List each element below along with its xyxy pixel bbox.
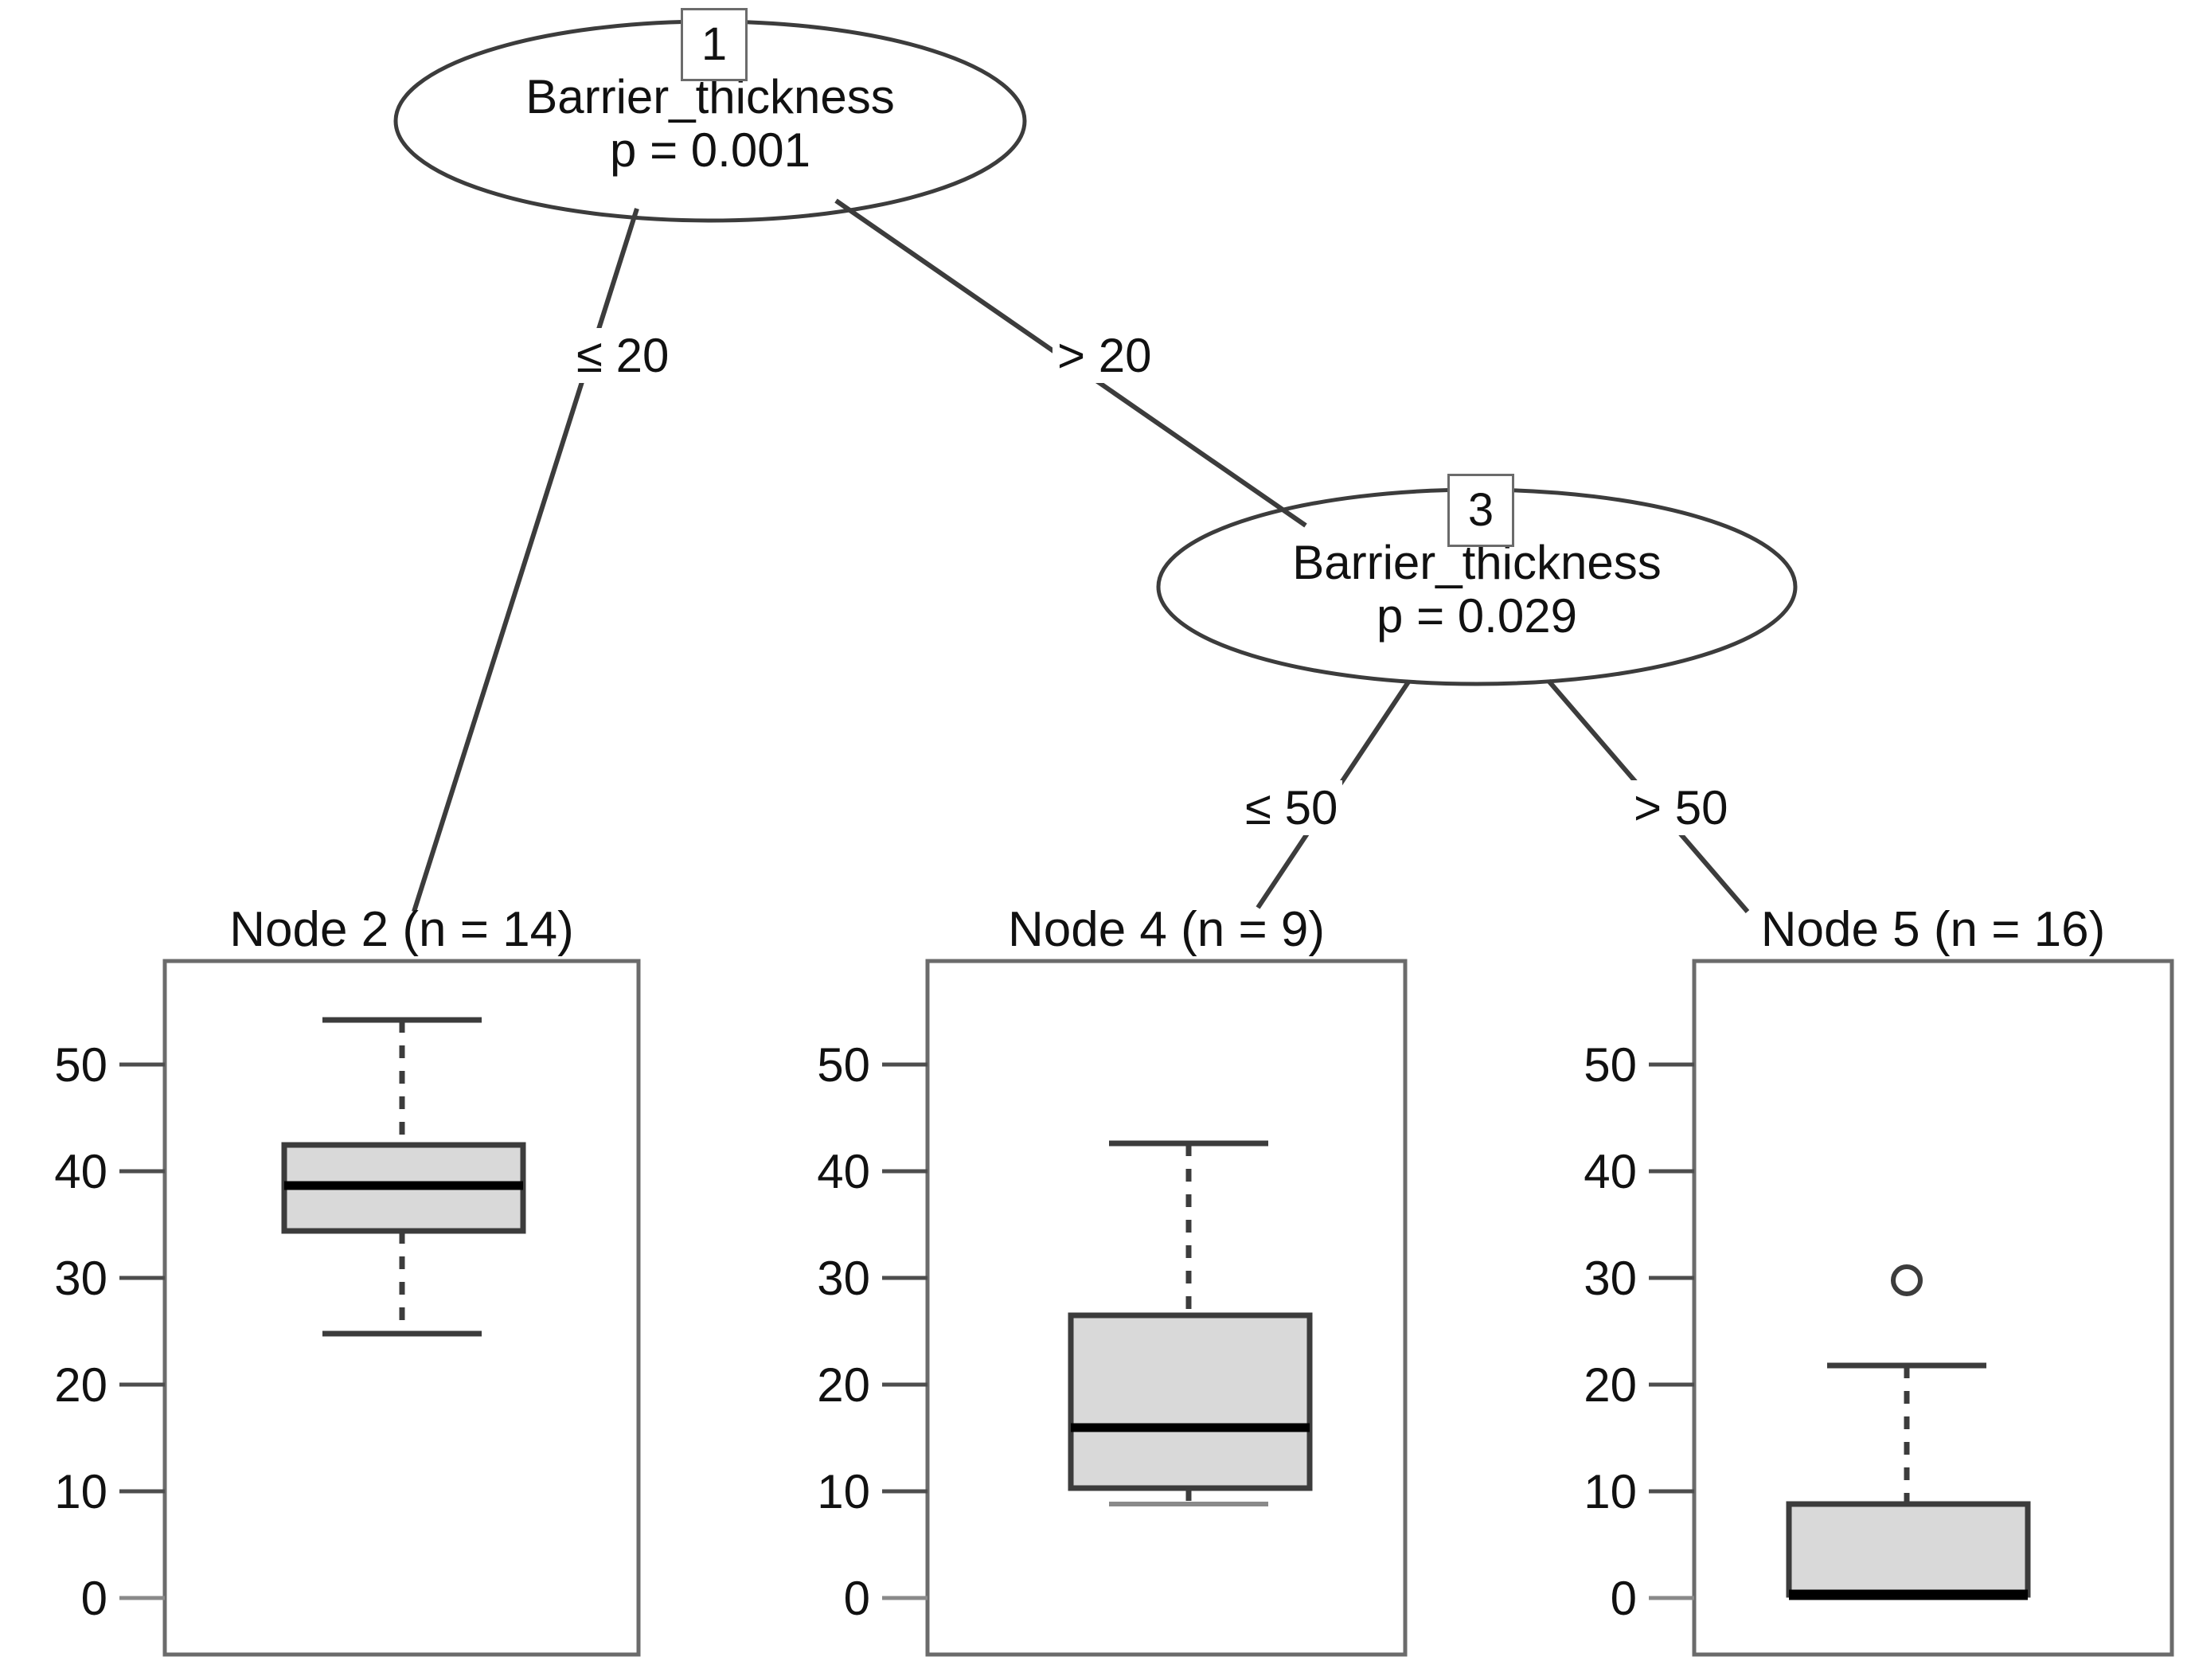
edge-label-le-50: ≤ 50 xyxy=(1240,780,1343,835)
edge-1-to-2 xyxy=(412,208,639,912)
ytick-node2-20: 20 xyxy=(54,1358,107,1412)
edge-label-gt-20: > 20 xyxy=(1052,328,1157,383)
node-3-id-label: 3 xyxy=(1467,484,1494,536)
ytick-node2-30: 30 xyxy=(54,1252,107,1305)
plot-frame-node4 xyxy=(925,959,1408,1657)
node-3-id-box[interactable]: 3 xyxy=(1447,474,1514,547)
outlier-node5 xyxy=(1891,1264,1923,1296)
box-node5 xyxy=(1786,1501,2031,1598)
ytick-node5-0: 0 xyxy=(1610,1572,1637,1625)
node-3-pvalue: p = 0.029 xyxy=(1377,589,1577,643)
ytick-node5-10: 10 xyxy=(1584,1465,1637,1518)
node-1-pvalue: p = 0.001 xyxy=(610,123,810,178)
node-1-id-box[interactable]: 1 xyxy=(681,8,748,81)
ytick-node4-40: 40 xyxy=(817,1145,870,1198)
node-1-id-label: 1 xyxy=(701,18,728,70)
edge-label-gt-50: > 50 xyxy=(1629,780,1733,835)
ytick-node4-20: 20 xyxy=(817,1358,870,1412)
ytick-node4-50: 50 xyxy=(817,1038,870,1092)
box-node4 xyxy=(1068,1312,1313,1491)
ytick-node5-40: 40 xyxy=(1584,1145,1637,1198)
edge-label-le-20: ≤ 20 xyxy=(572,328,674,383)
panel-title-node2: Node 2 (n = 14) xyxy=(229,902,574,957)
ytick-node5-30: 30 xyxy=(1584,1252,1637,1305)
panel-title-node4: Node 4 (n = 9) xyxy=(1007,902,1326,957)
node-1-text: Barrier_thickness p = 0.001 xyxy=(432,70,989,177)
ytick-node5-20: 20 xyxy=(1584,1358,1637,1412)
ytick-node4-10: 10 xyxy=(817,1465,870,1518)
ytick-node2-10: 10 xyxy=(54,1465,107,1518)
panel-node2 xyxy=(119,959,641,1657)
ytick-node5-50: 50 xyxy=(1584,1038,1637,1092)
ytick-node4-0: 0 xyxy=(843,1572,870,1625)
panel-title-node5: Node 5 (n = 16) xyxy=(1760,902,2106,957)
panel-node4 xyxy=(882,959,1408,1657)
ytick-node2-50: 50 xyxy=(54,1038,107,1092)
panel-node5 xyxy=(1649,959,2174,1657)
ytick-node2-40: 40 xyxy=(54,1145,107,1198)
node-3-text: Barrier_thickness p = 0.029 xyxy=(1198,536,1755,643)
ytick-node4-30: 30 xyxy=(817,1252,870,1305)
ytick-node2-0: 0 xyxy=(80,1572,107,1625)
